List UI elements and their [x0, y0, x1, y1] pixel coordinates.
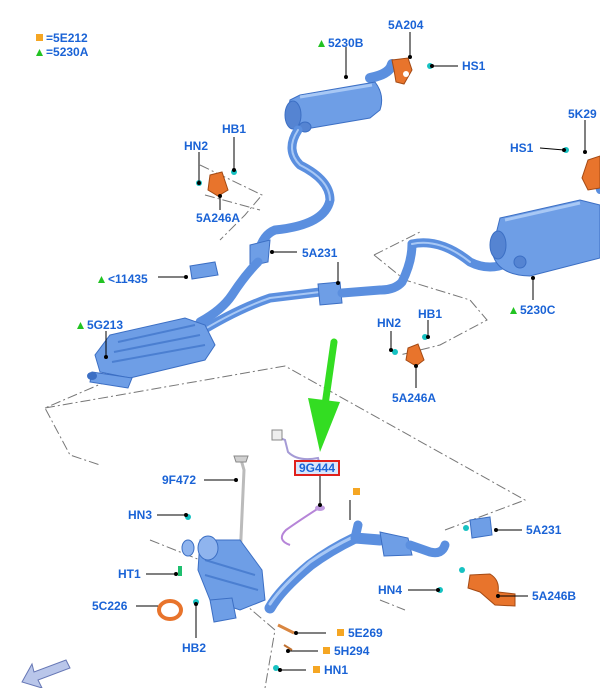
triangle-marker-icon: [98, 276, 105, 283]
label-HN2-mid[interactable]: HN2: [377, 316, 401, 330]
highlight-box: [294, 460, 340, 476]
label-5A246A-top[interactable]: 5A246A: [196, 211, 240, 225]
label-5A204[interactable]: 5A204: [388, 18, 424, 32]
label-markers: [77, 40, 517, 673]
triangle-marker-icon: [318, 40, 325, 47]
square-marker-icon: [313, 666, 320, 673]
label-HN3[interactable]: HN3: [128, 508, 152, 522]
back-arrow-icon[interactable]: [21, 659, 71, 688]
square-marker-icon: [337, 629, 344, 636]
rear-muffler-left: [249, 59, 397, 267]
label-5A246A-mid[interactable]: 5A246A: [392, 391, 436, 405]
square-marker-icon: [353, 488, 360, 495]
label-5C226[interactable]: 5C226: [92, 599, 128, 613]
label-5230C[interactable]: 5230C: [520, 303, 556, 317]
label-5G213[interactable]: 5G213: [87, 318, 123, 332]
legend-square-code: =5E212: [46, 31, 88, 45]
triangle-marker-icon: [510, 307, 517, 314]
assembly-outlines: [44, 164, 527, 688]
label-HS1-top[interactable]: HS1: [462, 59, 486, 73]
label-HB2[interactable]: HB2: [182, 641, 206, 655]
leader-lines: [104, 32, 587, 672]
label-5H294[interactable]: 5H294: [334, 644, 370, 658]
label-HN2-top[interactable]: HN2: [184, 139, 208, 153]
front-pipes: [87, 238, 515, 389]
label-9G444[interactable]: 9G444: [299, 461, 335, 475]
label-HT1[interactable]: HT1: [118, 567, 141, 581]
label-5K29[interactable]: 5K29: [568, 107, 597, 121]
part-labels: 5230B 5A204 HS1 5K29 HS1 HN2 HB1 5A246A …: [87, 18, 597, 677]
down-arrow-icon: [308, 338, 340, 452]
label-11435[interactable]: <11435: [108, 272, 148, 286]
square-marker-icon: [323, 647, 330, 654]
legend-square-icon: [36, 34, 43, 41]
label-HN1[interactable]: HN1: [324, 663, 348, 677]
legend: =5E212 =5230A: [36, 31, 89, 59]
triangle-marker-icon: [77, 322, 84, 329]
legend-triangle-code: =5230A: [46, 45, 89, 59]
label-5A231-bottom[interactable]: 5A231: [526, 523, 562, 537]
label-9F472[interactable]: 9F472: [162, 473, 196, 487]
catalytic-converter-assembly: [157, 429, 516, 671]
label-HB1-top[interactable]: HB1: [222, 122, 246, 136]
label-HS1-right[interactable]: HS1: [510, 141, 534, 155]
label-HB1-mid[interactable]: HB1: [418, 307, 442, 321]
legend-triangle-icon: [36, 49, 43, 56]
label-5E269[interactable]: 5E269: [348, 626, 383, 640]
rear-muffler-right: [489, 166, 600, 277]
label-5A231-top[interactable]: 5A231: [302, 246, 338, 260]
label-5230B[interactable]: 5230B: [328, 36, 364, 50]
label-HN4[interactable]: HN4: [378, 583, 402, 597]
label-5A246B[interactable]: 5A246B: [532, 589, 576, 603]
